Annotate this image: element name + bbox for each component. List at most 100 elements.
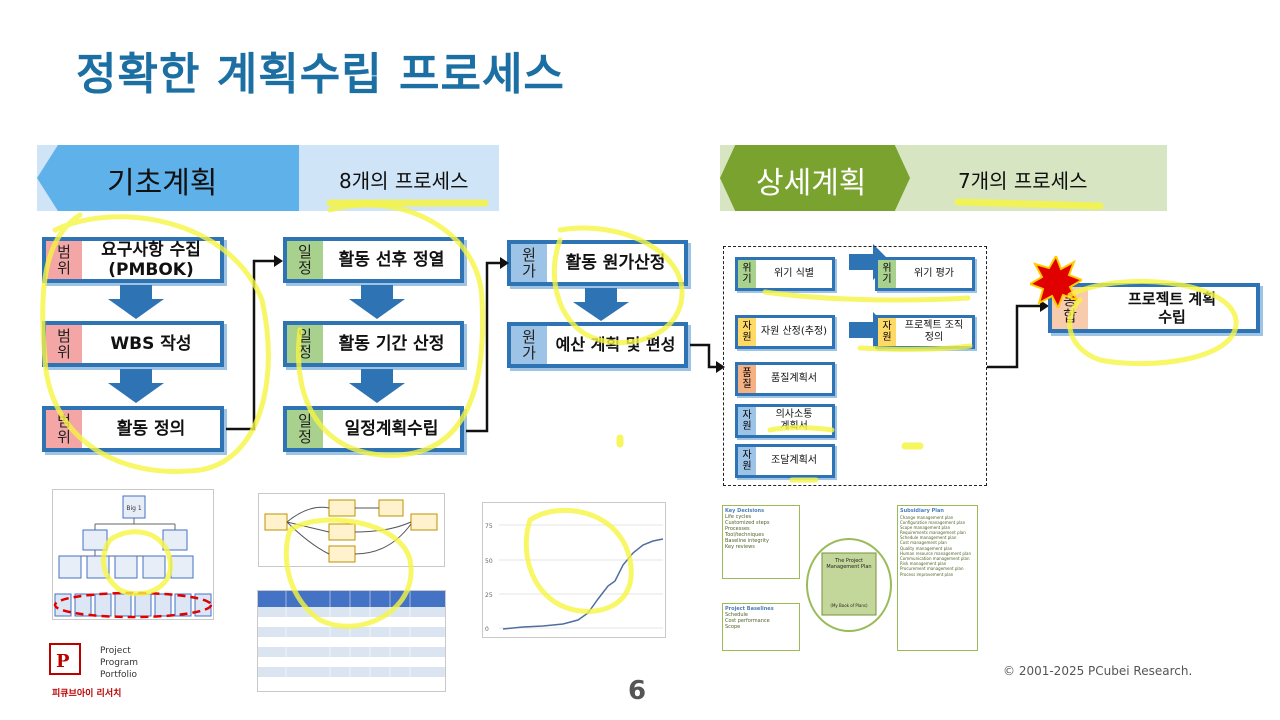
detail-tag: 자 원 (738, 407, 756, 435)
process-box-requirements[interactable]: 범 위 요구사항 수집 (PMBOK) (42, 237, 224, 283)
process-box-activity-define[interactable]: 범 위 활동 정의 (42, 406, 224, 452)
logo-company-name: 피큐브아이 리서치 (52, 689, 122, 699)
detail-plan-banner-head (720, 145, 910, 211)
company-logo: P Project Program Portfolio 피큐브아이 리서치 (48, 640, 138, 702)
detail-label: 품질계획서 (771, 373, 817, 384)
process-label: 프로젝트 계획 수립 (1127, 290, 1217, 326)
detail-box-org-define[interactable]: 자 원 프로젝트 조직 정의 (875, 315, 975, 349)
pm-plan-center-sub: (My Book of Plans) (830, 603, 868, 608)
subsidiary-item: Configuration management plan (900, 519, 966, 525)
process-box-cost-estimate[interactable]: 원 가 활동 원가산정 (507, 240, 688, 286)
pm-plan-center-label: The Project Management Plan (826, 558, 872, 570)
process-label: 활동 기간 산정 (338, 333, 445, 354)
detail-plan-group (723, 246, 987, 486)
detail-tag: 자 원 (738, 447, 756, 475)
process-tag: 일 정 (287, 325, 323, 363)
project-baselines-title: Project Baselines (725, 606, 774, 612)
slide-title: 정확한 계획수립 프로세스 (76, 49, 565, 100)
detail-box-risk-assess[interactable]: 위 기 위기 평가 (875, 257, 975, 291)
logo-line-program: Program (100, 658, 138, 668)
process-tag: 일 정 (287, 241, 323, 279)
key-decisions-item: Baseline integrity (725, 538, 769, 544)
process-label: 활동 원가산정 (565, 252, 666, 273)
process-tag: 원 가 (511, 244, 547, 282)
chart-ytick-25: 25 (485, 592, 493, 599)
process-label: 활동 선후 정열 (338, 249, 445, 270)
subsidiary-plan-panel: Subsidiary Plan Change management plan C… (897, 505, 978, 651)
process-tag: 범 위 (46, 410, 82, 448)
detail-label: 의사소통 계획서 (775, 409, 813, 432)
detail-tag: 위 기 (738, 260, 756, 288)
detail-box-resource-estimate[interactable]: 자 원 자원 산정(추정) (735, 315, 835, 349)
detail-label: 위기 식별 (774, 268, 814, 279)
svg-text:P: P (56, 651, 70, 672)
subsidiary-plan-title: Subsidiary Plan (900, 508, 944, 514)
logo-line-project: Project (100, 646, 131, 656)
basic-plan-banner-head (37, 145, 299, 211)
baselines-item: Cost performance (725, 618, 770, 624)
process-label: WBS 작성 (110, 333, 192, 354)
chart-ytick-75: 75 (485, 523, 493, 530)
baselines-item: Schedule (725, 612, 748, 618)
basic-plan-label: 기초계획 (107, 166, 218, 201)
detail-label: 위기 평가 (914, 268, 954, 279)
plan-book-icon (806, 538, 892, 632)
process-label: 일정계획수립 (344, 418, 439, 439)
process-tag: 일 정 (287, 410, 323, 448)
process-label: 예산 계획 및 편성 (555, 335, 676, 355)
page-number: 6 (628, 676, 647, 706)
detail-tag: 자 원 (878, 318, 896, 346)
process-box-sequence[interactable]: 일 정 활동 선후 정열 (283, 237, 464, 283)
subsidiary-item: Risk management plan (900, 561, 947, 567)
detail-label: 조달계획서 (771, 455, 817, 466)
subsidiary-item: Human resource management plan (900, 550, 971, 556)
subsidiary-item: Scope management plan (900, 524, 951, 530)
detail-plan-banner: 상세계획 7개의 프로세스 (720, 145, 1167, 211)
key-decisions-panel: Key Decisions Life cycles Customized ste… (722, 505, 800, 579)
process-tag: 범 위 (46, 325, 82, 363)
process-tag: 원 가 (511, 326, 547, 364)
key-decisions-item: Processes (725, 526, 750, 532)
detail-plan-subtitle: 7개의 프로세스 (958, 169, 1088, 193)
copyright-text: © 2001-2025 PCubei Research. (1003, 664, 1193, 678)
key-decisions-title: Key Decisions (725, 508, 765, 514)
basic-plan-banner: 기초계획 8개의 프로세스 (37, 145, 499, 211)
detail-box-communication-plan[interactable]: 자 원 의사소통 계획서 (735, 404, 835, 438)
star-burst-icon (1030, 256, 1082, 308)
key-decisions-item: Life cycles (725, 514, 752, 520)
detail-label: 자원 산정(추정) (760, 326, 828, 337)
subsidiary-item: Requirements management plan (900, 530, 966, 536)
pp-logo-icon: P (49, 643, 81, 675)
process-label: 활동 정의 (116, 418, 186, 439)
network-diagram-thumbnail (258, 493, 445, 567)
key-decisions-item: Customized steps (725, 520, 770, 526)
process-box-wbs[interactable]: 범 위 WBS 작성 (42, 321, 224, 367)
baselines-item: Scope (725, 624, 741, 630)
subsidiary-item: Communication management plan (900, 556, 970, 561)
detail-box-quality-plan[interactable]: 품 질 품질계획서 (735, 362, 835, 396)
detail-box-procurement-plan[interactable]: 자 원 조달계획서 (735, 444, 835, 478)
process-box-schedule[interactable]: 일 정 일정계획수립 (283, 406, 464, 452)
process-tag: 범 위 (46, 241, 82, 279)
process-label: 요구사항 수집 (PMBOK) (101, 239, 201, 280)
project-baselines-panel: Project Baselines Schedule Cost performa… (722, 603, 800, 651)
subsidiary-item: Change management plan (900, 514, 954, 520)
wbs-root-label: Big 1 (126, 505, 141, 512)
chart-ytick-50: 50 (485, 558, 493, 565)
logo-line-portfolio: Portfolio (100, 670, 138, 680)
pm-plan-diagram-thumbnail: Key Decisions Life cycles Customized ste… (720, 503, 980, 653)
subsidiary-item: Schedule management plan (900, 535, 957, 541)
detail-tag: 자 원 (738, 318, 756, 346)
cost-curve-thumbnail: 75 50 25 0 (482, 502, 666, 638)
process-box-budget[interactable]: 원 가 예산 계획 및 편성 (507, 322, 688, 368)
subsidiary-item: Quality management plan (900, 545, 953, 551)
detail-plan-label: 상세계획 (756, 166, 867, 201)
chart-ytick-0: 0 (485, 626, 489, 633)
process-box-duration[interactable]: 일 정 활동 기간 산정 (283, 321, 464, 367)
schedule-table-thumbnail (257, 590, 446, 692)
wbs-thumbnail: Big 1 (52, 489, 214, 620)
detail-tag: 위 기 (878, 260, 896, 288)
detail-tag: 품 질 (738, 365, 756, 393)
detail-box-risk-identify[interactable]: 위 기 위기 식별 (735, 257, 835, 291)
subsidiary-item: Process improvement plan (900, 571, 954, 577)
